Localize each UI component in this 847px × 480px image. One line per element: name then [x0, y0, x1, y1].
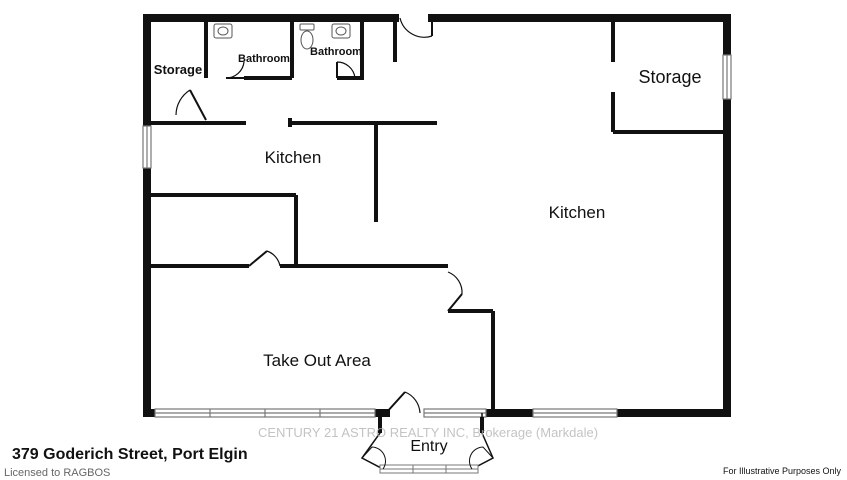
storage-label-small: Storage	[154, 62, 202, 77]
kitchen-label-left: Kitchen	[265, 148, 322, 167]
storage-label-large: Storage	[638, 67, 701, 87]
disclaimer-text: For Illustrative Purposes Only	[722, 466, 841, 476]
property-address: 379 Goderich Street, Port Elgin	[12, 446, 248, 463]
doors	[175, 17, 463, 414]
bathroom-label-2: Bathroom	[310, 46, 362, 58]
kitchen-label-main: Kitchen	[549, 203, 606, 222]
take-out-area-label: Take Out Area	[263, 351, 371, 370]
interior-walls	[149, 18, 723, 413]
bathroom-fixtures	[213, 23, 351, 50]
entry-vestibule	[360, 413, 494, 474]
brokerage-watermark: CENTURY 21 ASTRO REALTY INC, Brokerage (…	[258, 425, 598, 440]
license-text: Licensed to RAGBOS	[4, 467, 111, 479]
entry-label: Entry	[410, 438, 447, 455]
bathroom-label-1: Bathroom	[238, 53, 290, 65]
windows	[142, 54, 732, 418]
